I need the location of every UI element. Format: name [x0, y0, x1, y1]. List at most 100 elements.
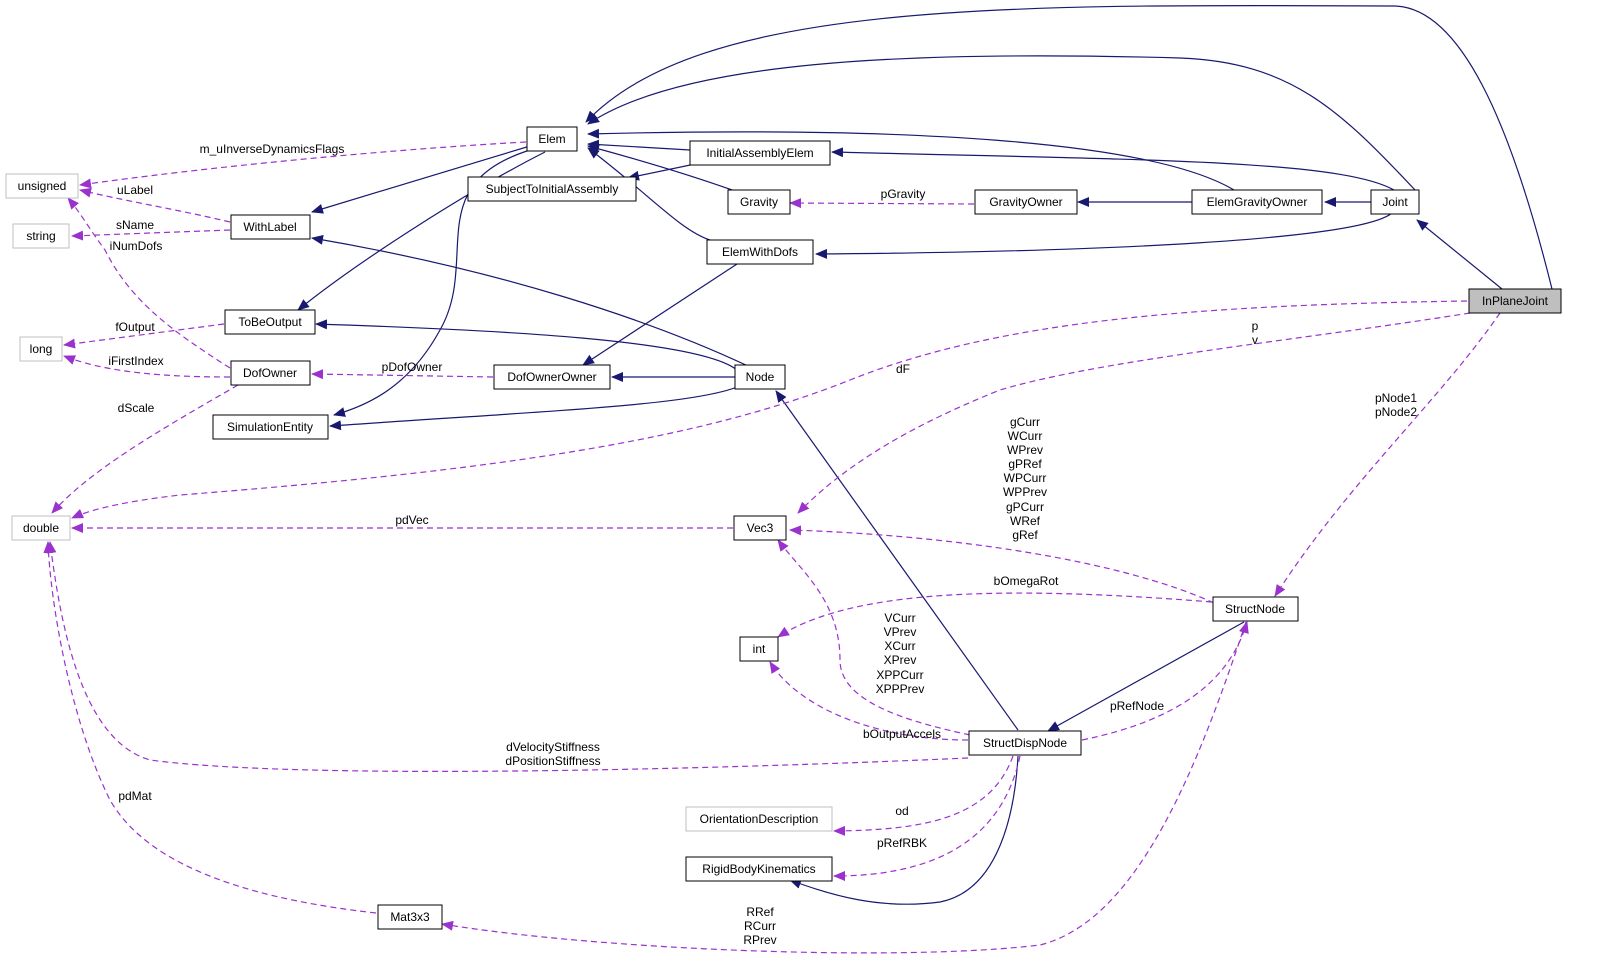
node-label: ToBeOutput — [238, 315, 302, 329]
node-label: DofOwner — [243, 366, 297, 380]
node-vec3[interactable]: Vec3 — [733, 515, 787, 541]
label-ulabel: uLabel — [117, 183, 153, 197]
node-label: SimulationEntity — [227, 420, 313, 434]
edge-dofownerowner-to-dofowner — [311, 369, 494, 380]
label-int-member: XPPPrev — [876, 682, 925, 696]
label-vec3-member: gPRef — [1008, 457, 1042, 471]
node-int[interactable]: int — [739, 636, 779, 662]
node-long[interactable]: long — [19, 336, 63, 362]
node-label: StructNode — [1225, 602, 1285, 616]
member-edges — [43, 141, 1501, 954]
edge-joint-to-elem — [587, 55, 1416, 191]
node-elemwithdofs[interactable]: ElemWithDofs — [706, 239, 814, 265]
label-ifirstindex: iFirstIndex — [108, 354, 163, 368]
edge-node-to-tobeoutput — [315, 319, 738, 371]
node-inplanejoint[interactable]: InPlaneJoint — [1468, 288, 1562, 314]
node-label: Elem — [538, 132, 565, 146]
label-bomegarot: bOmegaRot — [994, 574, 1059, 588]
edge-initialassemblyelem-to-elem — [587, 139, 691, 151]
node-label: StructDispNode — [983, 736, 1067, 750]
edge-structdispnode-to-structnode — [1081, 621, 1249, 741]
edge-gravity-to-elem — [587, 144, 736, 192]
node-subjecttoinitialassembly[interactable]: SubjectToInitialAssembly — [467, 176, 637, 202]
node-unsigned[interactable]: unsigned — [5, 173, 79, 199]
edge-initialassemblyelem-to-subjecttoinitialassembly — [627, 162, 701, 181]
edge-node-to-withlabel — [311, 234, 749, 367]
label-int-member: XPrev — [884, 653, 917, 667]
edge-structdispnode-to-rigidbodykinematics — [833, 755, 1021, 881]
node-string[interactable]: string — [12, 223, 70, 249]
node-label: ElemGravityOwner — [1207, 195, 1308, 209]
label-pdvec: pdVec — [395, 513, 428, 527]
node-structdispnode[interactable]: StructDispNode — [968, 730, 1082, 756]
node-label: InPlaneJoint — [1482, 294, 1549, 308]
edge-structdispnode-to-node — [775, 390, 1019, 731]
node-withlabel[interactable]: WithLabel — [230, 214, 311, 240]
edge-structdispnode-to-int — [769, 661, 969, 741]
node-structnode[interactable]: StructNode — [1212, 596, 1299, 622]
label-m-uinversedynamicsflags: m_uInverseDynamicsFlags — [200, 142, 345, 156]
edge-dofowner-to-long — [63, 355, 231, 378]
node-label: long — [30, 342, 53, 356]
edge-elemgravityowner-to-elem — [587, 128, 1235, 191]
edge-inplanejoint-to-vec3 — [797, 312, 1471, 514]
edge-inplanejoint-to-joint — [1416, 219, 1503, 290]
node-node[interactable]: Node — [734, 364, 786, 390]
node-elemgravityowner[interactable]: ElemGravityOwner — [1191, 189, 1323, 215]
node-label: Gravity — [740, 195, 778, 209]
label-vec3-member: gRef — [1012, 528, 1038, 542]
node-label: ElemWithDofs — [722, 245, 798, 259]
node-label: GravityOwner — [989, 195, 1062, 209]
label-prefnode: pRefNode — [1110, 699, 1164, 713]
node-label: Vec3 — [747, 521, 774, 535]
label-vec3-member: WPCurr — [1004, 471, 1047, 485]
node-dofowner[interactable]: DofOwner — [230, 360, 311, 386]
label-dscale: dScale — [118, 401, 155, 415]
nodes: InPlaneJoint Joint Elem InitialAssemblyE… — [5, 126, 1562, 930]
label-rcurr: RCurr — [744, 919, 776, 933]
edge-dofowner-to-double — [51, 384, 239, 514]
edge-tobeoutput-to-long — [63, 323, 225, 349]
label-sname: sName — [116, 218, 154, 232]
inheritance-edges — [297, 4, 1553, 905]
node-label: WithLabel — [243, 220, 296, 234]
node-simulationentity[interactable]: SimulationEntity — [212, 414, 329, 440]
label-dpositionstiffness: dPositionStiffness — [505, 754, 600, 768]
node-double[interactable]: double — [11, 515, 71, 541]
node-label: Mat3x3 — [390, 910, 430, 924]
node-dofownerowner[interactable]: DofOwnerOwner — [493, 364, 611, 390]
label-vec3-member: gCurr — [1010, 415, 1040, 429]
node-orientationdescription[interactable]: OrientationDescription — [685, 806, 833, 832]
edge-labels: m_uInverseDynamicsFlags uLabel sName iNu… — [108, 142, 1417, 947]
node-initialassemblyelem[interactable]: InitialAssemblyElem — [689, 140, 831, 166]
node-label: InitialAssemblyElem — [706, 146, 813, 160]
label-pnode1: pNode1 — [1375, 391, 1417, 405]
edge-mat3x3-to-double — [43, 541, 377, 914]
node-rigidbodykinematics[interactable]: RigidBodyKinematics — [685, 856, 833, 882]
node-elem[interactable]: Elem — [526, 126, 578, 152]
edge-inplanejoint-to-structnode — [1274, 312, 1501, 597]
edge-structdispnode-to-rigidbodykinematics — [789, 755, 1019, 905]
edge-joint-to-elemwithdofs — [815, 212, 1393, 259]
edge-elem-to-withlabel — [311, 145, 531, 214]
label-int-member: VCurr — [884, 611, 915, 625]
node-label: SubjectToInitialAssembly — [486, 182, 619, 196]
edge-joint-to-initialassemblyelem — [831, 147, 1395, 191]
edge-elem-to-unsigned — [79, 141, 527, 189]
node-gravity[interactable]: Gravity — [727, 189, 791, 215]
label-rref: RRef — [746, 905, 774, 919]
edge-structnode-to-structdispnode — [1047, 621, 1245, 732]
label-df: dF — [896, 362, 910, 376]
edge-structnode-to-int — [777, 592, 1213, 638]
label-int-member: XCurr — [884, 639, 915, 653]
edge-structdispnode-to-vec3 — [777, 539, 971, 736]
label-vec3-member: gPCurr — [1006, 500, 1044, 514]
node-mat3x3[interactable]: Mat3x3 — [377, 904, 443, 930]
label-p: p — [1252, 319, 1259, 333]
label-int-member: XPPCurr — [876, 668, 923, 682]
node-tobeoutput[interactable]: ToBeOutput — [224, 309, 316, 335]
node-gravityowner[interactable]: GravityOwner — [974, 189, 1078, 215]
edge-structdispnode-to-orientationdescription — [833, 755, 1014, 836]
node-joint[interactable]: Joint — [1370, 189, 1420, 215]
